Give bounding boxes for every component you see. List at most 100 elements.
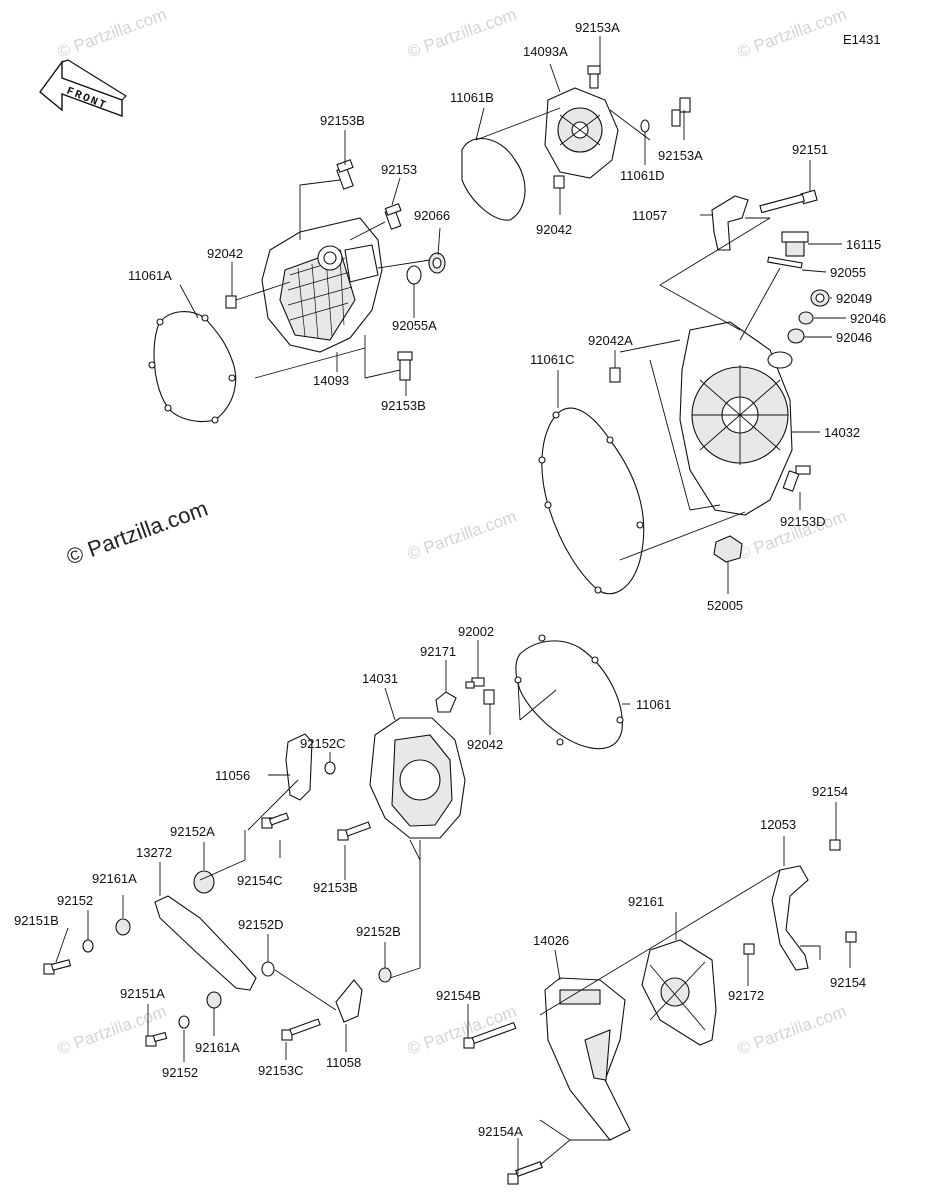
bolt-92153A-right	[671, 97, 691, 127]
label-92153D: 92153D	[780, 514, 826, 529]
dowel-92042-left	[225, 295, 237, 309]
label-11061B: 11061B	[450, 90, 494, 105]
bolt-92172	[743, 943, 755, 955]
bolt-92151A	[145, 1031, 168, 1047]
label-14026: 14026	[533, 933, 569, 948]
label-92154-top: 92154	[812, 784, 848, 799]
bolt-92151B	[43, 959, 72, 975]
label-92153: 92153	[381, 162, 417, 177]
bolt-92154C	[261, 812, 290, 829]
bolt-92153B-mid	[397, 351, 413, 381]
label-92151: 92151	[792, 142, 828, 157]
bolt-92153A-top	[587, 65, 601, 89]
guard-12053	[771, 865, 809, 971]
bolt-92154-low	[845, 931, 857, 943]
label-92151A: 92151A	[120, 986, 165, 1001]
label-12053: 12053	[760, 817, 796, 832]
label-52005: 52005	[707, 598, 743, 613]
label-92151B: 92151B	[14, 913, 59, 928]
label-92171: 92171	[420, 644, 456, 659]
grommet-92161A-low	[206, 991, 222, 1009]
leader-lines-top-left	[179, 36, 685, 396]
washer-92152-low	[178, 1015, 190, 1029]
seal-92049	[810, 289, 830, 307]
washer-92152-left	[82, 939, 94, 953]
label-11061A: 11061A	[128, 268, 172, 283]
label-92154-low: 92154	[830, 975, 866, 990]
gasket-11061C	[538, 407, 645, 595]
label-92152-low: 92152	[162, 1065, 198, 1080]
label-14031: 14031	[362, 671, 398, 686]
bolt-92153B-top	[336, 159, 354, 190]
front-arrow-icon: FRONT	[39, 59, 127, 118]
bolt-92154B	[463, 1021, 517, 1049]
washer-92152C	[324, 761, 336, 775]
watermark: © Partzilla.com	[735, 1002, 849, 1059]
label-92042A: 92042A	[588, 333, 633, 348]
label-92153C: 92153C	[258, 1063, 304, 1078]
clamp-92171	[435, 691, 457, 713]
label-92154A: 92154A	[478, 1124, 523, 1139]
grommet-92161A-left	[115, 918, 131, 936]
bolt-92153	[384, 203, 402, 230]
leader-lines-middle	[55, 640, 630, 1062]
label-92055A: 92055A	[392, 318, 437, 333]
oring-92055A	[406, 265, 422, 285]
label-14093: 14093	[313, 373, 349, 388]
label-92172: 92172	[728, 988, 764, 1003]
label-11061: 11061	[636, 697, 671, 712]
label-14093A: 14093A	[523, 44, 568, 59]
cover-14093A	[544, 87, 619, 179]
watermark: © Partzilla.com	[405, 5, 519, 62]
dowel-92042-top	[553, 175, 565, 189]
label-92049: 92049	[836, 291, 872, 306]
label-92153A-right: 92153A	[658, 148, 703, 163]
bracket-11058	[335, 979, 363, 1023]
cap-16115	[781, 231, 809, 257]
leader-lines-lower-right	[467, 802, 851, 1174]
oring-92055	[767, 256, 803, 269]
dowel-92042-lower	[483, 689, 495, 705]
watermark: © Partzilla.com	[55, 1002, 169, 1059]
watermark: © Partzilla.com	[735, 5, 849, 62]
label-92153B-mid: 92153B	[381, 398, 426, 413]
watermark: © Partzilla.com	[55, 5, 169, 62]
bolt-92153D	[782, 465, 811, 492]
bracket-13272	[154, 895, 257, 991]
bearing-92046-a	[798, 311, 814, 325]
label-92161A-low: 92161A	[195, 1040, 240, 1055]
collar-92152B	[378, 967, 392, 983]
bearing-92046-b	[787, 328, 805, 344]
diagram-code: E1431	[843, 32, 881, 47]
label-92066: 92066	[414, 208, 450, 223]
label-92042-lower: 92042	[467, 737, 503, 752]
leader-lines-top-right	[557, 160, 846, 594]
bolt-92153B-low	[337, 821, 372, 841]
label-11061C: 11061C	[530, 352, 575, 367]
label-92153B-top: 92153B	[320, 113, 365, 128]
label-92161A-left: 92161A	[92, 871, 137, 886]
label-14032: 14032	[824, 425, 860, 440]
cover-14026	[544, 977, 631, 1141]
label-92042-left: 92042	[207, 246, 243, 261]
label-92153B-low: 92153B	[313, 880, 358, 895]
label-92153A-top: 92153A	[575, 20, 620, 35]
label-92154C: 92154C	[237, 873, 283, 888]
label-11058: 11058	[326, 1055, 361, 1070]
cover-14032	[679, 321, 793, 516]
bolt-92154A	[507, 1161, 543, 1185]
bolt-92151	[759, 189, 818, 214]
dowel-92042A	[609, 367, 621, 383]
cover-14031	[369, 717, 466, 839]
bolt-92154-top	[829, 839, 841, 851]
bolt-92002	[465, 677, 485, 689]
label-92055: 92055	[830, 265, 866, 280]
label-92152A: 92152A	[170, 824, 215, 839]
label-92154B: 92154B	[436, 988, 481, 1003]
label-11061D: 11061D	[620, 168, 665, 183]
collar-92152A	[193, 870, 215, 894]
label-16115: 16115	[846, 237, 881, 252]
collar-92152D	[261, 961, 275, 977]
seal-92066	[428, 252, 446, 274]
gasket-11061A	[148, 311, 237, 424]
